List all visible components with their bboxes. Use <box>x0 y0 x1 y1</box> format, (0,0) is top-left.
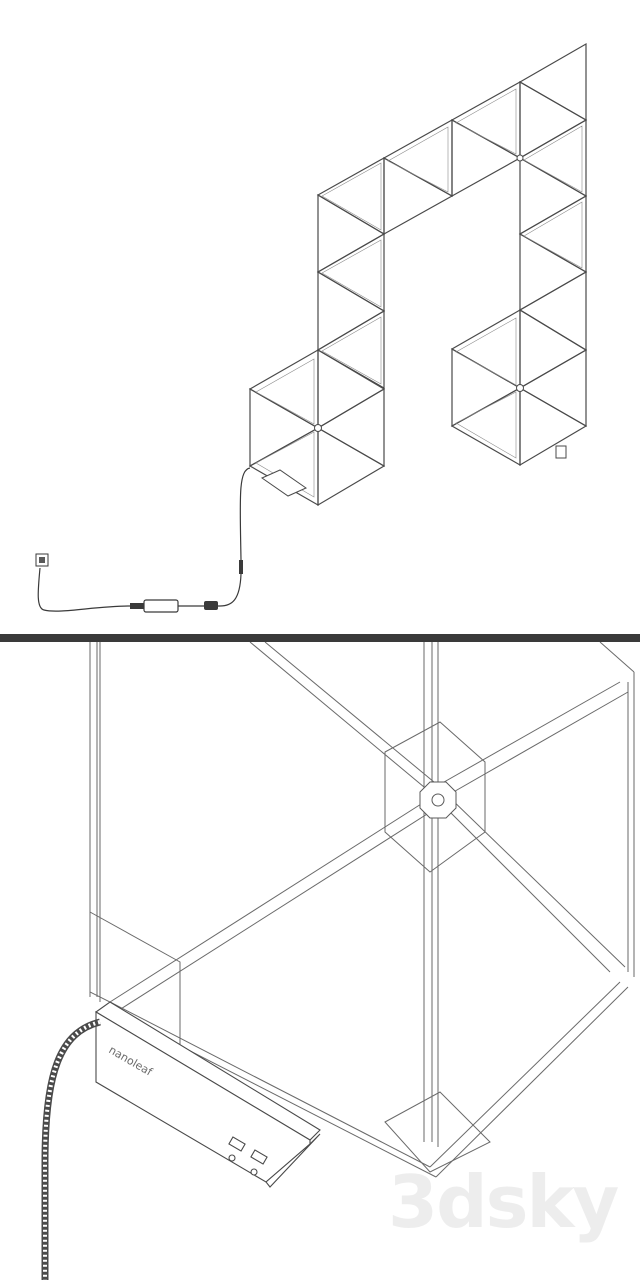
panel-triangle <box>249 387 320 468</box>
controller-led <box>250 1168 258 1176</box>
controller-button <box>228 1136 246 1152</box>
power-cable <box>212 573 242 607</box>
panel-triangle <box>317 426 386 507</box>
controller-box <box>260 445 567 497</box>
panel-triangle <box>518 42 587 122</box>
adapter-plug <box>130 603 144 609</box>
panel-triangle <box>248 348 319 430</box>
controller-led <box>228 1154 236 1162</box>
connector-node <box>516 154 524 162</box>
panel-triangle <box>451 118 522 198</box>
bottom-view-closeup: nanoleaf <box>0 642 640 1280</box>
connector-node <box>516 384 524 392</box>
panel-triangle <box>382 118 453 198</box>
panel-triangle <box>518 118 587 198</box>
power-cable <box>37 567 131 612</box>
panel-triangle <box>519 232 588 312</box>
controller-cable-pattern <box>43 1020 101 1280</box>
panel-triangle <box>316 387 385 468</box>
panel-triangle <box>316 156 385 236</box>
panel-inner-edges <box>255 88 583 498</box>
cable-connector <box>204 601 218 610</box>
controller-unit <box>94 1001 321 1188</box>
controller-cable <box>41 1018 101 1280</box>
power-adapter <box>143 599 179 613</box>
panel-triangle <box>518 270 587 352</box>
panel-triangle <box>316 232 385 313</box>
view-divider <box>0 634 640 642</box>
panel-triangle <box>518 348 587 428</box>
panel-triangle <box>383 156 454 236</box>
panel-triangle <box>317 193 386 274</box>
panel-triangle <box>519 156 588 236</box>
top-view-panel-layout <box>0 0 640 634</box>
panel-triangle <box>518 194 587 274</box>
panel-triangle <box>317 348 386 430</box>
panel-triangle <box>519 80 588 160</box>
power-cable <box>239 467 251 568</box>
panel-assembly-drawing <box>35 42 588 613</box>
panel-triangle <box>450 80 521 160</box>
connector-node <box>314 424 322 432</box>
panel-connectors <box>314 154 524 432</box>
panel-triangle <box>451 347 522 428</box>
closeup-drawing: nanoleaf <box>41 642 635 1280</box>
triangle-panels <box>248 42 588 507</box>
panel-triangle <box>317 270 386 352</box>
panel-triangle <box>519 308 588 390</box>
cable-plug <box>239 560 243 574</box>
panel-triangle <box>316 309 385 390</box>
panel-triangle <box>519 386 588 467</box>
central-hub <box>419 781 457 819</box>
controller-button <box>250 1149 268 1165</box>
